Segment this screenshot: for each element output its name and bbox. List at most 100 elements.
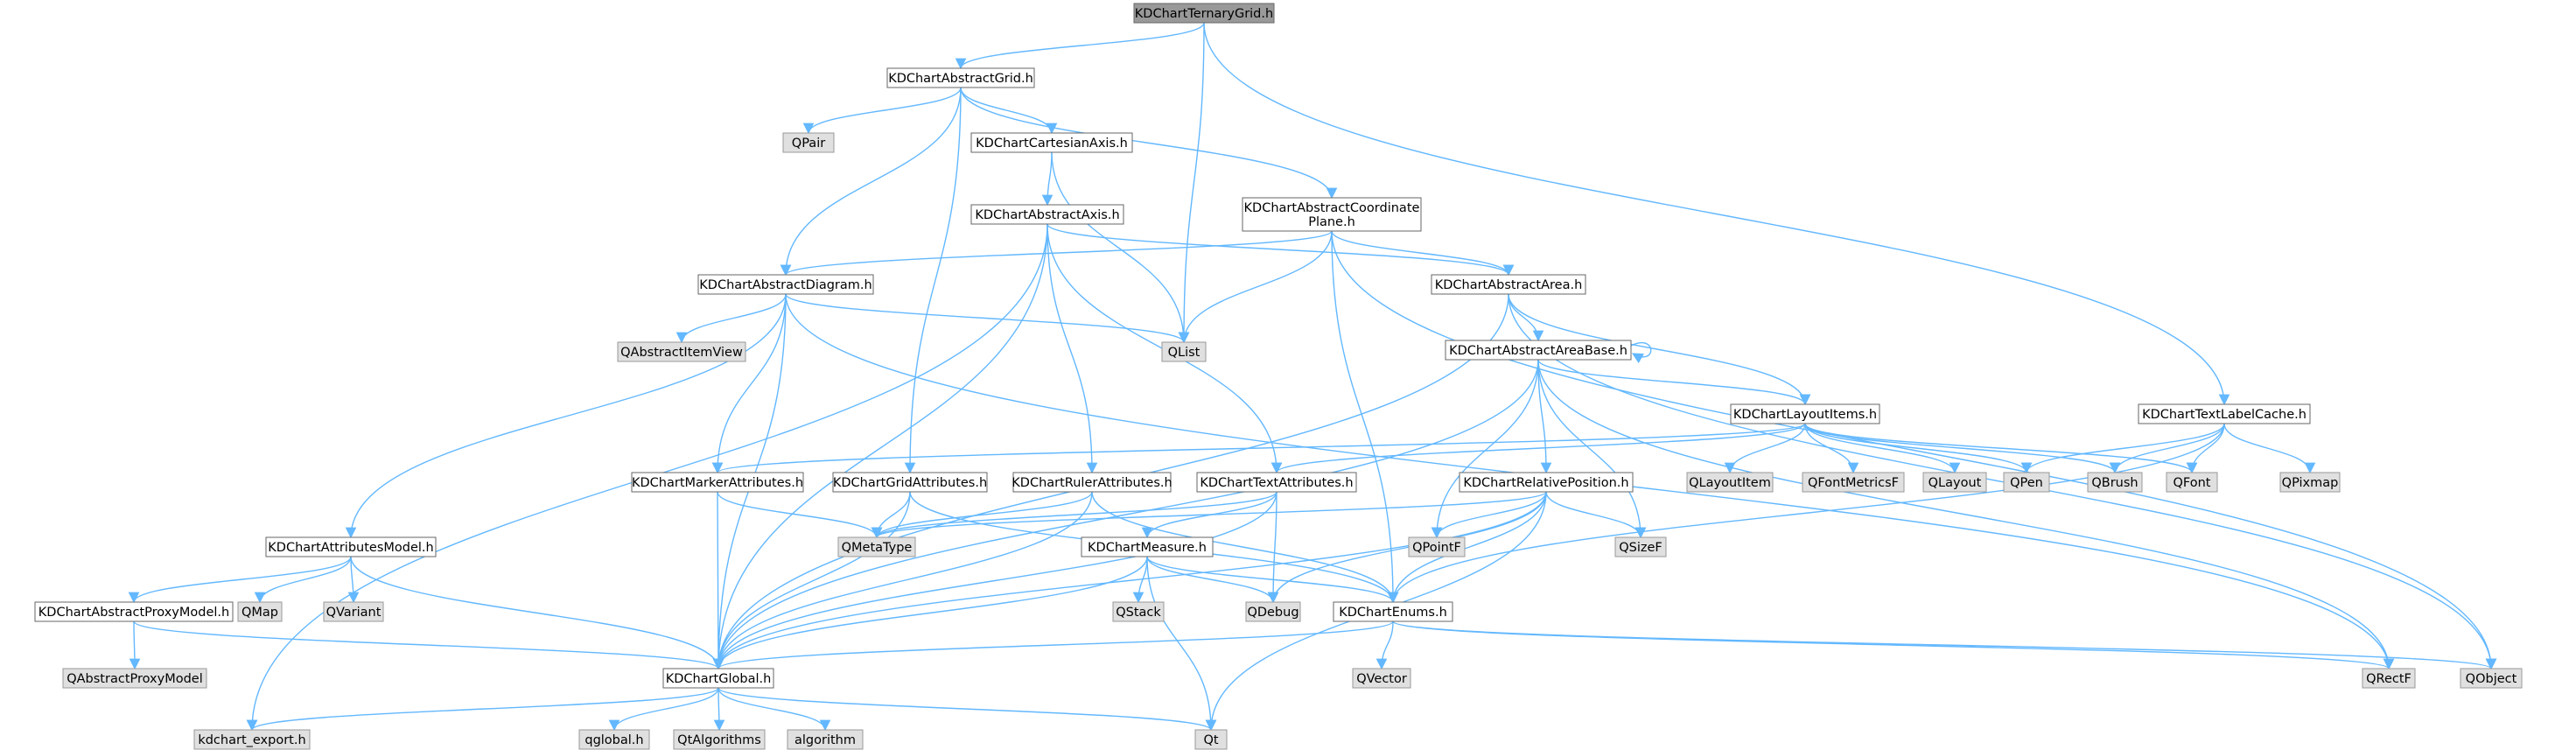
edge-kdchartmeasure-to-kdchartenums: [1146, 556, 1399, 604]
node-kdchartrelativeposition[interactable]: KDChartRelativePosition.h: [1459, 472, 1634, 493]
node-label: kdchart_export.h: [198, 733, 305, 747]
node-box: [62, 668, 207, 689]
node-kdchartgridattributes[interactable]: KDChartGridAttributes.h: [832, 472, 988, 493]
edge-kdchartabstractgrid-to-kdchartgridattributes: [904, 87, 962, 474]
node-kdchartabstractdiagram[interactable]: KDChartAbstractDiagram.h: [697, 274, 874, 295]
node-box: [2003, 472, 2050, 493]
edge-kdchartabstractarea-to-qobject: [1508, 293, 2497, 670]
edge-kdchartabstractaxis-to-kdchartglobal: [712, 223, 1048, 670]
edge-kdchartglobal-to-qglobal: [608, 687, 719, 732]
node-kdchartrulerattributes[interactable]: KDChartRulerAttributes.h: [1012, 472, 1172, 493]
node-box: [787, 729, 864, 750]
edge-kdchartlayoutitems-to-qpen: [1804, 423, 2033, 474]
edge-kdchartrulerattributes-to-kdchartenums: [1091, 491, 1399, 604]
node-label: QBrush: [2091, 476, 2138, 490]
node-qrectf[interactable]: QRectF: [2362, 668, 2416, 689]
node-qtalgorithms[interactable]: QtAlgorithms: [673, 729, 766, 750]
edge-kdchartattributesmodel-to-qvariant: [347, 556, 360, 604]
node-kdchartabstractgrid[interactable]: KDChartAbstractGrid.h: [886, 67, 1035, 88]
edge-kdchartmeasure-to-qt: [1146, 556, 1217, 732]
node-qfontmetricsf[interactable]: QFontMetricsF: [1802, 472, 1905, 493]
node-algorithm[interactable]: algorithm: [787, 729, 864, 750]
node-box: [34, 601, 234, 622]
node-kdchartabstractproxymodel[interactable]: KDChartAbstractProxyModel.h: [34, 601, 234, 622]
node-label: KDChartCartesianAxis.h: [976, 137, 1128, 151]
node-box: [1081, 536, 1214, 557]
node-label: KDChartGridAttributes.h: [833, 476, 987, 490]
node-qdebug[interactable]: QDebug: [1245, 601, 1301, 622]
node-kdchartmarkerattributes[interactable]: KDChartMarkerAttributes.h: [631, 472, 804, 493]
node-qpointf[interactable]: QPointF: [1408, 536, 1466, 557]
node-qmetatype[interactable]: QMetaType: [837, 536, 916, 557]
node-label: KDChartAbstractAreaBase.h: [1449, 344, 1628, 358]
node-qstack[interactable]: QStack: [1112, 601, 1165, 622]
node-box: [1730, 403, 1880, 424]
node-qbrush[interactable]: QBrush: [2087, 472, 2143, 493]
edge-kdchartenums-to-qvector: [1376, 620, 1394, 670]
edge-kdchartabstractcoordinate-plane-to-qobject: [1331, 230, 2497, 670]
node-qt[interactable]: Qt: [1194, 729, 1228, 750]
node-qlayoutitem[interactable]: QLayoutItem: [1686, 472, 1774, 493]
node-kdchartglobal[interactable]: KDChartGlobal.h: [662, 668, 774, 689]
edge-kdchartabstractgrid-to-kdchartabstractdiagram: [780, 87, 962, 277]
node-kdchart-export[interactable]: kdchart_export.h: [193, 729, 311, 750]
node-qpixmap[interactable]: QPixmap: [2279, 472, 2341, 493]
node-qglobal[interactable]: qglobal.h: [578, 729, 650, 750]
edge-kdchartrulerattributes-to-qmetatype: [871, 491, 1093, 539]
node-kdchartcartesianaxis[interactable]: KDChartCartesianAxis.h: [970, 132, 1133, 153]
node-box: [1133, 3, 1275, 24]
edge-kdchartglobal-to-kdchart-export: [246, 687, 719, 732]
node-label: KDChartEnums.h: [1339, 606, 1447, 620]
node-label: KDChartAbstractArea.h: [1435, 278, 1583, 292]
node-qobject[interactable]: QObject: [2460, 668, 2523, 689]
node-box: [1194, 729, 1228, 750]
node-kdchartabstractaxis[interactable]: KDChartAbstractAxis.h: [970, 204, 1124, 225]
node-kdchartenums[interactable]: KDChartEnums.h: [1333, 601, 1453, 622]
node-qmap[interactable]: QMap: [237, 601, 283, 622]
node-qvariant[interactable]: QVariant: [323, 601, 384, 622]
node-box: [631, 472, 804, 493]
node-box: [617, 341, 746, 362]
node-qvector[interactable]: QVector: [1352, 668, 1411, 689]
node-box: [193, 729, 311, 750]
node-label: KDChartMeasure.h: [1088, 541, 1207, 555]
node-label: KDChartAbstractProxyModel.h: [38, 606, 229, 620]
nodes-layer: KDChartTernaryGrid.hKDChartAbstractGrid.…: [34, 3, 2523, 750]
edge-kdchartattributesmodel-to-kdchartglobal: [350, 556, 724, 670]
node-qfont[interactable]: QFont: [2166, 472, 2218, 493]
node-kdchartternarygrid[interactable]: KDChartTernaryGrid.h: [1133, 3, 1275, 24]
node-kdchartmeasure[interactable]: KDChartMeasure.h: [1081, 536, 1214, 557]
edge-kdchartabstractareabase-to-kdchartglobal: [712, 359, 1539, 670]
edge-kdcharttextlabelcache-to-qpixmap: [2223, 423, 2316, 474]
edge-kdchartabstractgrid-to-kdchartcartesianaxis: [960, 87, 1058, 135]
node-qpen[interactable]: QPen: [2003, 472, 2050, 493]
node-qpair[interactable]: QPair: [782, 132, 835, 153]
node-qabstractproxymodel[interactable]: QAbstractProxyModel: [62, 668, 207, 689]
node-label: KDChartMarkerAttributes.h: [632, 476, 803, 490]
node-box: [323, 601, 384, 622]
node-kdchartabstractareabase[interactable]: KDChartAbstractAreaBase.h: [1445, 340, 1632, 361]
edge-kdchartternarygrid-to-kdchartabstractgrid: [955, 22, 1205, 70]
edge-kdchartabstractaxis-to-kdchartrulerattributes: [1046, 223, 1098, 474]
node-label: QObject: [2466, 672, 2517, 686]
node-label: QStack: [1116, 606, 1161, 620]
edge-kdchartrelativeposition-to-kdchartenums: [1387, 491, 1547, 604]
edge-kdchartglobal-to-algorithm: [718, 687, 831, 732]
edge-kdchartenums-to-qobject: [1392, 620, 2496, 670]
edge-kdchartabstractareabase-to-qpointf: [1431, 359, 1539, 539]
node-qlayout[interactable]: QLayout: [1922, 472, 1987, 493]
node-label: KDChartRelativePosition.h: [1463, 476, 1628, 490]
node-qabstractitemview[interactable]: QAbstractItemView: [617, 341, 746, 362]
node-kdchartabstractarea[interactable]: KDChartAbstractArea.h: [1431, 274, 1586, 295]
edge-kdchartternarygrid-to-qlist: [1178, 22, 1205, 344]
node-qlist[interactable]: QList: [1161, 341, 1207, 362]
edge-kdcharttextlabelcache-to-kdchartenums: [1387, 423, 2225, 604]
node-box: [1242, 197, 1422, 232]
node-kdcharttextattributes[interactable]: KDChartTextAttributes.h: [1196, 472, 1357, 493]
node-label: KDChartAbstractGrid.h: [888, 72, 1033, 86]
node-kdchartattributesmodel[interactable]: KDChartAttributesModel.h: [265, 536, 437, 557]
node-kdcharttextlabelcache[interactable]: KDChartTextLabelCache.h: [2138, 403, 2311, 424]
node-kdchartlayoutitems[interactable]: KDChartLayoutItems.h: [1730, 403, 1880, 424]
node-qsizef[interactable]: QSizeF: [1614, 536, 1667, 557]
